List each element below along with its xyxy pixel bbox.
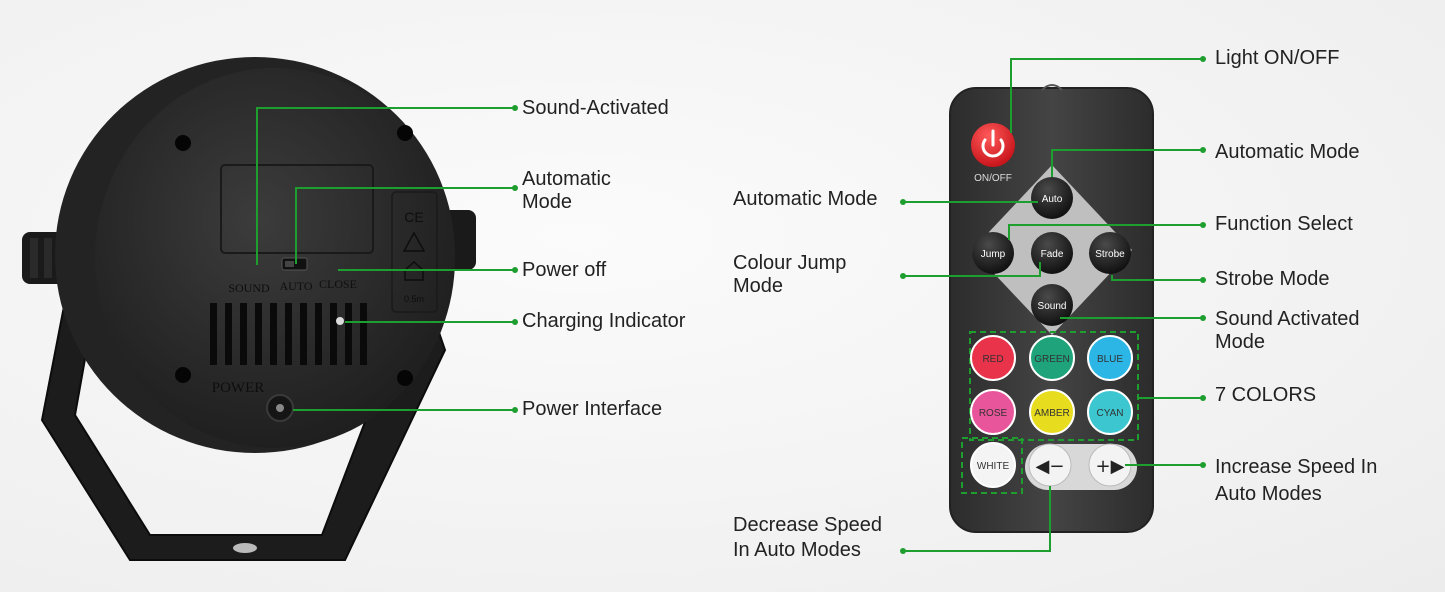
svg-text:Strobe: Strobe <box>1095 249 1125 260</box>
callout-automatic-mode-left: Automatic Mode <box>733 188 878 210</box>
device-leader-lines <box>256 107 515 411</box>
callout-colour-jump-mode: Colour Jump Mode <box>733 252 847 297</box>
bracket-hole <box>233 543 257 553</box>
svg-text:Jump: Jump <box>981 249 1006 260</box>
callout-power-off: Power off <box>522 259 607 281</box>
svg-text:CYAN: CYAN <box>1096 408 1123 419</box>
callout-light-on-off: Light ON/OFF <box>1215 47 1340 69</box>
mode-button-fade[interactable]: Fade <box>1031 232 1073 274</box>
svg-text:RED: RED <box>982 354 1003 365</box>
arrow-right-plus-icon: +▶ <box>1096 456 1125 477</box>
svg-text:Auto: Auto <box>1042 194 1063 205</box>
power-port-label: POWER <box>212 380 265 396</box>
ce-mark: CE <box>404 209 423 225</box>
switch-label-close: CLOSE <box>319 277 357 291</box>
screw-icon <box>175 135 191 151</box>
speed-increase-button[interactable]: +▶ <box>1088 443 1132 487</box>
mode-button-strobe[interactable]: Strobe <box>1089 232 1131 274</box>
mode-button-jump[interactable]: Jump <box>972 232 1014 274</box>
speed-decrease-button[interactable]: ◀− <box>1028 443 1072 487</box>
remote-leader-lines <box>903 58 1203 552</box>
screw-icon <box>397 370 413 386</box>
color-button-white[interactable]: WHITE <box>970 442 1016 488</box>
svg-text:GREEN: GREEN <box>1034 354 1070 365</box>
color-button-blue[interactable]: BLUE <box>1087 335 1133 381</box>
svg-text:ROSE: ROSE <box>979 408 1008 419</box>
callout-decrease-speed: Decrease Speed In Auto Modes <box>733 514 882 561</box>
power-button-label: ON/OFF <box>974 173 1012 184</box>
callout-sound-activated-mode: Sound Activated Mode <box>1215 308 1360 353</box>
switch-label-sound: SOUND <box>228 281 270 295</box>
callout-automatic-mode-right: Automatic Mode <box>1215 141 1360 163</box>
callout-increase-speed: Increase Speed In Auto Modes <box>1215 456 1378 505</box>
arrow-left-minus-icon: ◀− <box>1036 456 1065 477</box>
callout-strobe-mode: Strobe Mode <box>1215 268 1330 290</box>
distance-mark: 0.5m <box>404 294 424 304</box>
callout-function-select: Function Select <box>1215 213 1353 235</box>
color-button-amber[interactable]: AMBER <box>1029 389 1075 435</box>
callout-charging-indicator: Charging Indicator <box>522 310 686 332</box>
remote-leader-dots <box>900 56 1206 554</box>
speaker-grille <box>210 303 367 365</box>
color-button-rose[interactable]: ROSE <box>970 389 1016 435</box>
color-button-red[interactable]: RED <box>970 335 1016 381</box>
color-button-green[interactable]: GREEN <box>1029 335 1075 381</box>
device-leader-dots <box>512 105 518 413</box>
cert-panel <box>391 191 438 313</box>
switch-label-auto: AUTO <box>279 279 312 293</box>
power-icon <box>981 138 1005 158</box>
callout-automatic-mode: Automatic Mode <box>522 168 611 213</box>
white-button-group <box>961 437 1023 494</box>
screw-icon <box>397 125 413 141</box>
callout-power-interface: Power Interface <box>522 398 663 420</box>
svg-text:WHITE: WHITE <box>977 461 1010 472</box>
svg-text:BLUE: BLUE <box>1097 354 1123 365</box>
warning-icon <box>402 231 426 252</box>
callout-seven-colors: 7 COLORS <box>1215 384 1317 406</box>
back-panel <box>95 68 455 448</box>
svg-text:Fade: Fade <box>1041 249 1064 260</box>
mode-button-sound[interactable]: Sound <box>1031 284 1073 326</box>
mode-button-auto[interactable]: Auto <box>1031 177 1073 219</box>
power-button[interactable] <box>971 123 1015 167</box>
charging-indicator-led <box>336 317 344 325</box>
color-button-cyan[interactable]: CYAN <box>1087 389 1133 435</box>
svg-text:AMBER: AMBER <box>1034 408 1070 419</box>
par-light-device: CE 0.5m SOUND AUTO CLOSE POWER <box>22 57 476 561</box>
color-button-group <box>969 331 1139 441</box>
indoor-icon <box>404 260 424 281</box>
screw-icon <box>175 367 191 383</box>
svg-text:Sound: Sound <box>1038 301 1067 312</box>
callout-sound-activated: Sound-Activated <box>522 97 669 119</box>
